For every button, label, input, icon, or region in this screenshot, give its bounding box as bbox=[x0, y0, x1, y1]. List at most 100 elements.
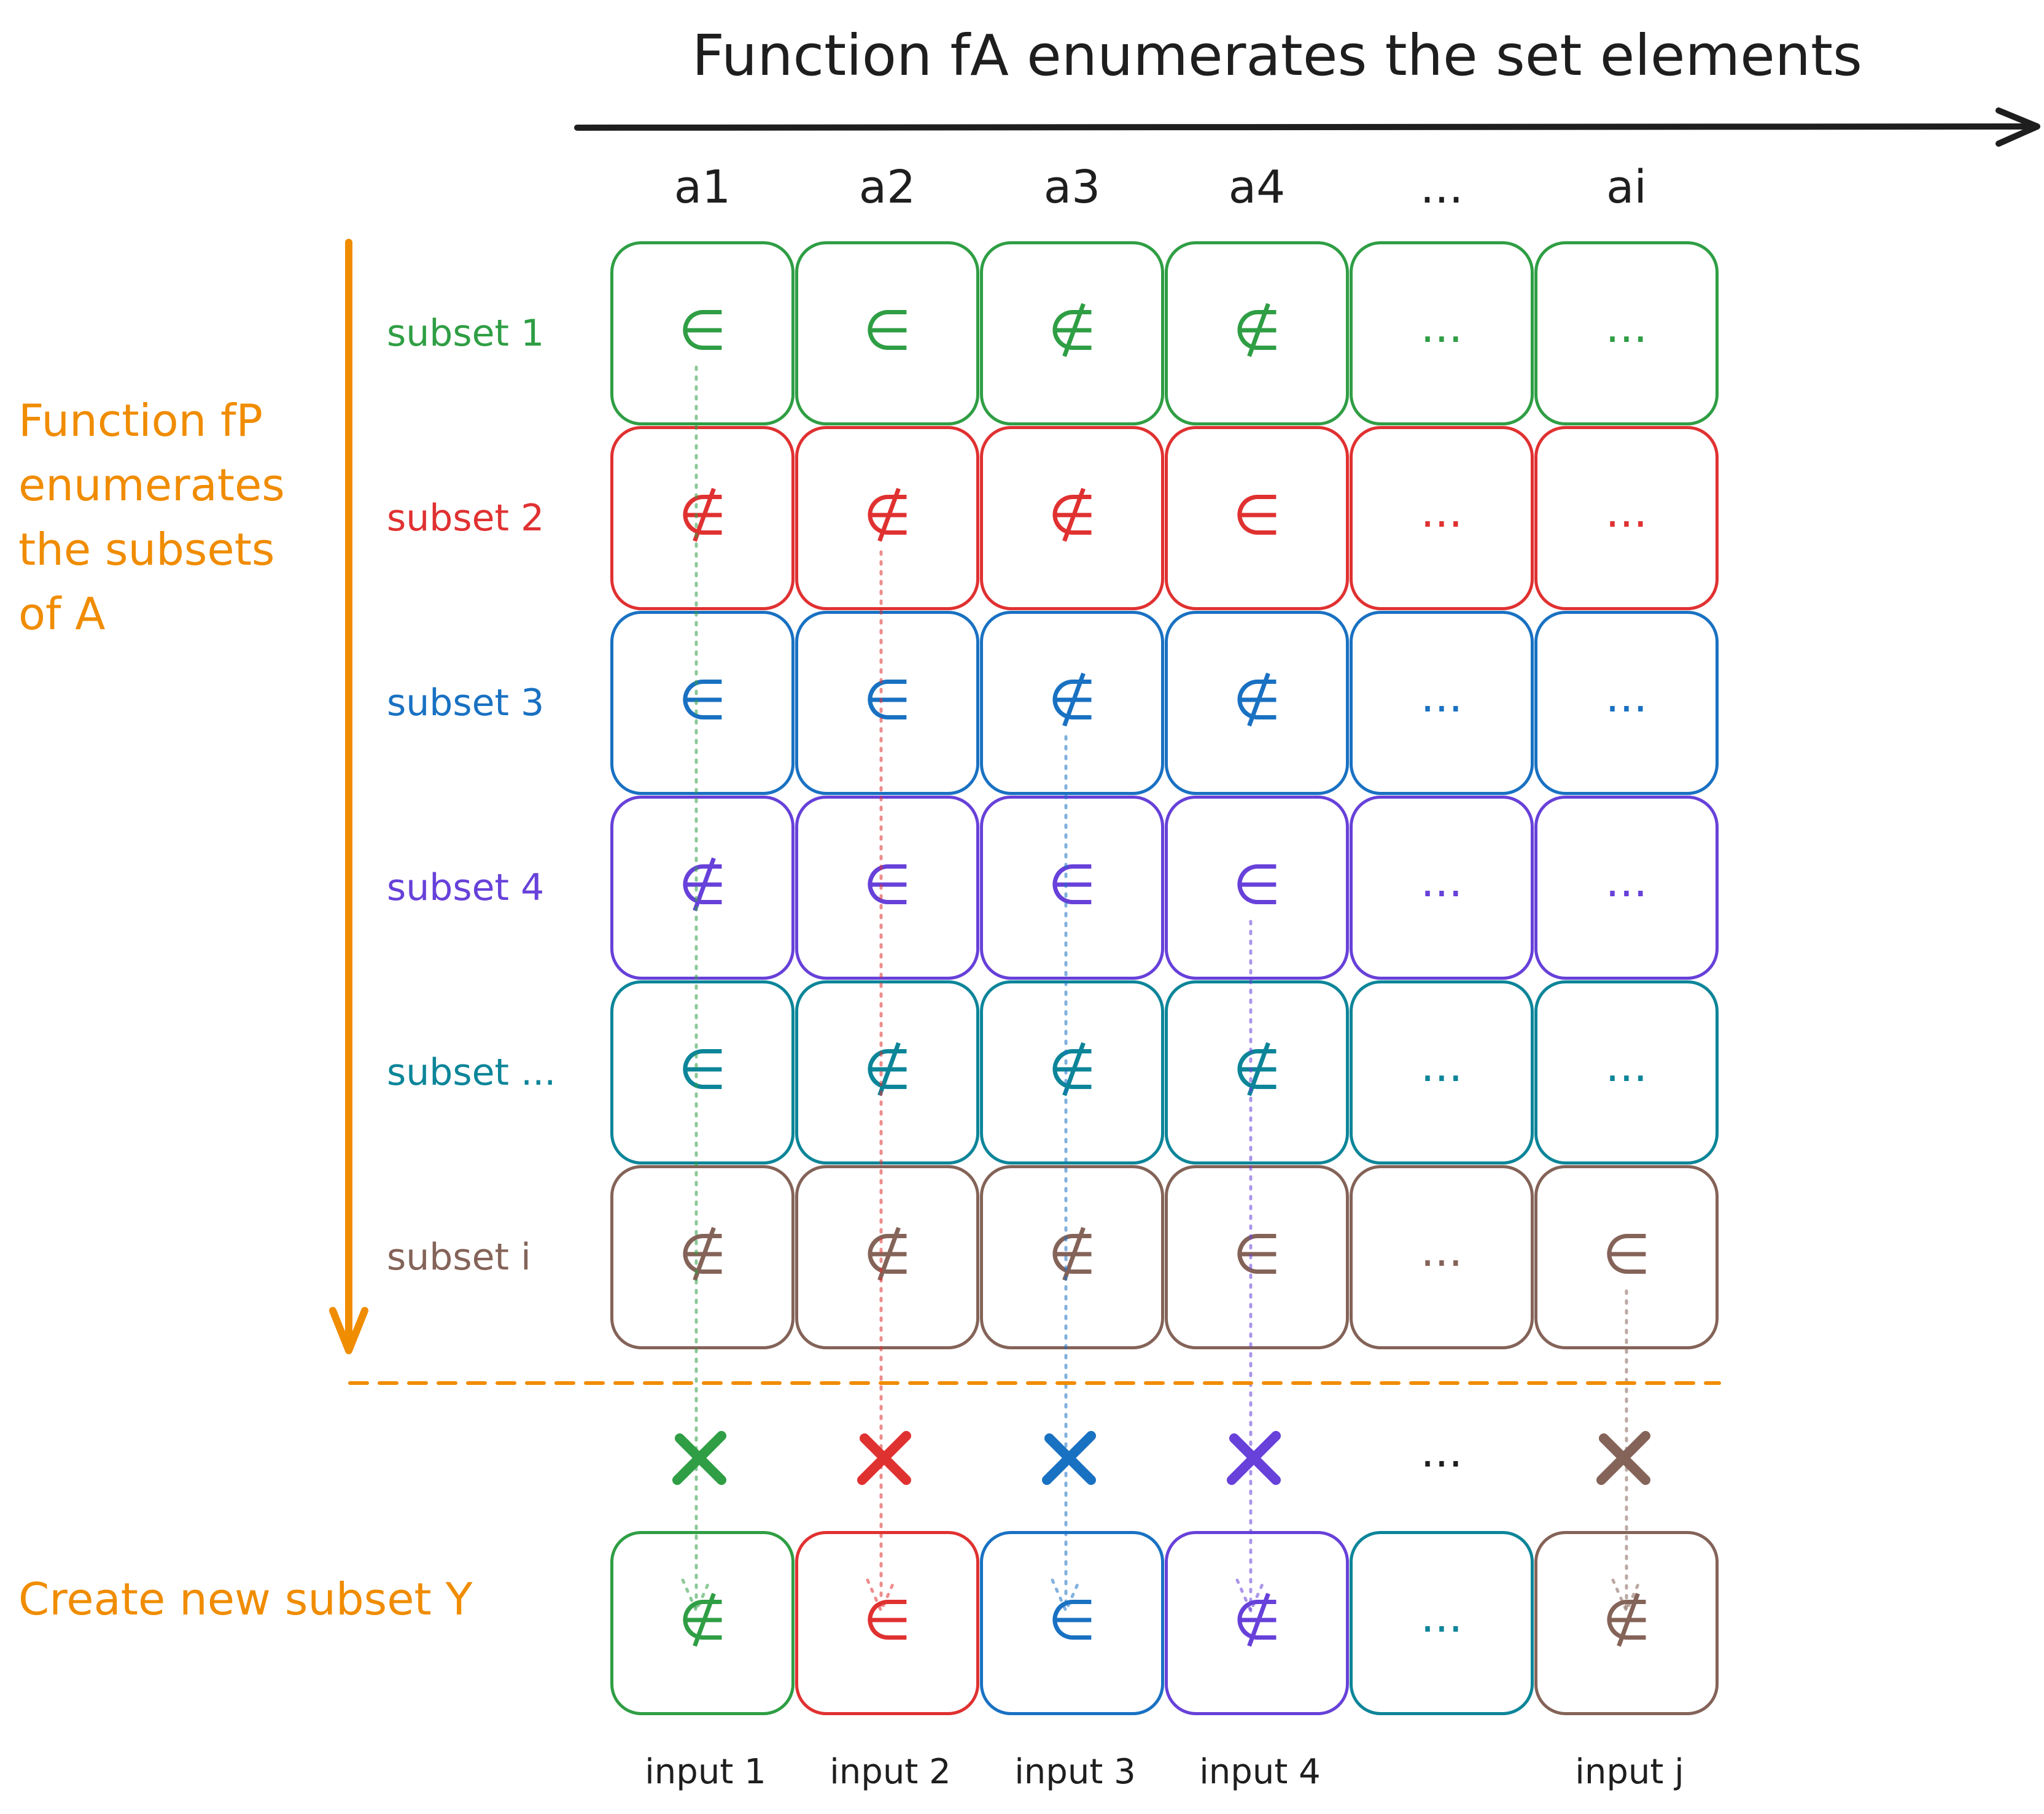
grid-cell bbox=[1165, 1165, 1349, 1349]
subset-row-label: subset 4 bbox=[387, 866, 544, 909]
grid-cell bbox=[980, 1165, 1164, 1349]
element-of-symbol: ∈ bbox=[863, 1588, 911, 1653]
cross-mark-icon bbox=[1042, 1431, 1096, 1485]
grid-cell bbox=[1350, 980, 1534, 1165]
vertical-arrow bbox=[329, 239, 368, 1354]
diagonal-marks: ... bbox=[672, 1425, 1650, 1485]
horizontal-arrow bbox=[574, 107, 2040, 147]
ellipsis: ... bbox=[1421, 301, 1463, 352]
subset-grid: subset 1∈∈∉∉......subset 2∉∉∉∈......subs… bbox=[387, 241, 1719, 1349]
not-element-of-symbol: ∉ bbox=[863, 1037, 911, 1102]
not-element-of-symbol: ∉ bbox=[1233, 298, 1281, 363]
cross-mark-icon bbox=[672, 1431, 726, 1485]
column-header-2: a2 bbox=[859, 161, 915, 214]
grid-cell bbox=[795, 796, 979, 980]
grid-cell bbox=[980, 426, 1164, 610]
column-header-3: a3 bbox=[1044, 161, 1100, 214]
cross-mark-icon bbox=[1596, 1431, 1650, 1485]
grid-cell bbox=[1350, 426, 1534, 610]
ellipsis: ... bbox=[1421, 1591, 1463, 1642]
ellipsis: ... bbox=[1606, 486, 1648, 537]
subset-row: subset 3∈∈∉∉...... bbox=[387, 611, 1719, 795]
grid-cell bbox=[1534, 241, 1719, 425]
new-subset-label: Create new subset Y bbox=[18, 1573, 473, 1625]
ellipsis: ... bbox=[1606, 670, 1648, 722]
new-subset-cell bbox=[1165, 1531, 1349, 1715]
not-element-of-symbol: ∉ bbox=[678, 1222, 726, 1287]
not-element-of-symbol: ∉ bbox=[1233, 668, 1281, 732]
subset-row: subset 4∉∈∈∈...... bbox=[387, 796, 1719, 980]
element-of-symbol: ∈ bbox=[1048, 853, 1096, 917]
not-element-of-symbol: ∉ bbox=[863, 483, 911, 548]
new-subset-cell bbox=[980, 1531, 1164, 1715]
grid-cell bbox=[610, 241, 795, 425]
grid-cell bbox=[795, 241, 979, 425]
diagonal-connector-arrowhead bbox=[681, 1578, 712, 1615]
subset-row-label: subset ... bbox=[387, 1051, 556, 1094]
grid-cell bbox=[1534, 980, 1719, 1165]
new-subset-cell bbox=[1534, 1531, 1719, 1715]
grid-cell bbox=[980, 980, 1164, 1165]
not-element-of-symbol: ∉ bbox=[1048, 483, 1096, 548]
side-label-line-1: Function fP bbox=[18, 395, 263, 446]
grid-cell bbox=[1534, 611, 1719, 795]
grid-cell bbox=[1165, 796, 1349, 980]
element-of-symbol: ∈ bbox=[1233, 853, 1281, 917]
subset-row: subset 2∉∉∉∈...... bbox=[387, 426, 1719, 610]
not-element-of-symbol: ∉ bbox=[678, 483, 726, 548]
new-subset-row: ∉∈∈∉...∉ bbox=[610, 1531, 1719, 1715]
diagonal-connector-arrowhead bbox=[866, 1578, 896, 1615]
element-of-symbol: ∈ bbox=[1233, 483, 1281, 548]
column-header-6: ai bbox=[1606, 161, 1647, 214]
new-subset-cell bbox=[795, 1531, 979, 1715]
ellipsis: ... bbox=[1421, 670, 1463, 722]
not-element-of-symbol: ∉ bbox=[863, 1222, 911, 1287]
not-element-of-symbol: ∉ bbox=[678, 853, 726, 917]
grid-cell bbox=[610, 426, 795, 610]
column-header-5: ... bbox=[1420, 161, 1464, 214]
subset-row: subset i∉∉∉∈...∈ bbox=[387, 1165, 1719, 1349]
cross-mark-icon bbox=[1227, 1431, 1281, 1485]
grid-cell bbox=[980, 796, 1164, 980]
grid-cell bbox=[795, 611, 979, 795]
side-label: Function fP enumerates the subsets of A bbox=[18, 395, 285, 640]
grid-cell bbox=[610, 980, 795, 1165]
grid-cell bbox=[1350, 1165, 1534, 1349]
not-element-of-symbol: ∉ bbox=[1048, 1037, 1096, 1102]
grid-cell bbox=[1165, 426, 1349, 610]
side-label-line-2: enumerates bbox=[18, 459, 285, 511]
subset-row-label: subset i bbox=[387, 1236, 531, 1279]
subset-row-label: subset 3 bbox=[387, 681, 544, 724]
not-element-of-symbol: ∉ bbox=[1048, 1222, 1096, 1287]
not-element-of-symbol: ∉ bbox=[678, 1588, 726, 1653]
element-of-symbol: ∈ bbox=[863, 668, 911, 732]
subset-row-label: subset 2 bbox=[387, 497, 544, 540]
grid-cell bbox=[1350, 611, 1534, 795]
column-header-1: a1 bbox=[674, 161, 731, 214]
not-element-of-symbol: ∉ bbox=[1233, 1037, 1281, 1102]
element-of-symbol: ∈ bbox=[678, 668, 726, 732]
grid-cell bbox=[1534, 796, 1719, 980]
diagram-title: Function fA enumerates the set elements bbox=[692, 23, 1862, 88]
subset-row-label: subset 1 bbox=[387, 312, 544, 355]
column-header-4: a4 bbox=[1229, 161, 1285, 214]
not-element-of-symbol: ∉ bbox=[1603, 1588, 1650, 1653]
cross-mark-icon bbox=[857, 1431, 911, 1485]
grid-cell bbox=[1165, 980, 1349, 1165]
ellipsis: ... bbox=[1606, 1040, 1648, 1091]
element-of-symbol: ∈ bbox=[1603, 1222, 1650, 1287]
ellipsis: ... bbox=[1606, 301, 1648, 352]
ellipsis: ... bbox=[1421, 855, 1463, 907]
grid-cell bbox=[1350, 241, 1534, 425]
column-headers: a1 a2 a3 a4... ai bbox=[674, 161, 1647, 214]
diagonal-connector-arrowhead bbox=[1611, 1578, 1642, 1615]
input-label: input 3 bbox=[1014, 1752, 1135, 1792]
side-label-line-4: of A bbox=[18, 588, 106, 640]
grid-cell bbox=[1165, 241, 1349, 425]
element-of-symbol: ∈ bbox=[678, 1037, 726, 1102]
element-of-symbol: ∈ bbox=[1233, 1222, 1281, 1287]
subset-row: subset ... ∈ ∉ ∉ ∉...... bbox=[387, 980, 1719, 1165]
ellipsis: ... bbox=[1421, 1040, 1463, 1091]
grid-cell bbox=[980, 241, 1164, 425]
